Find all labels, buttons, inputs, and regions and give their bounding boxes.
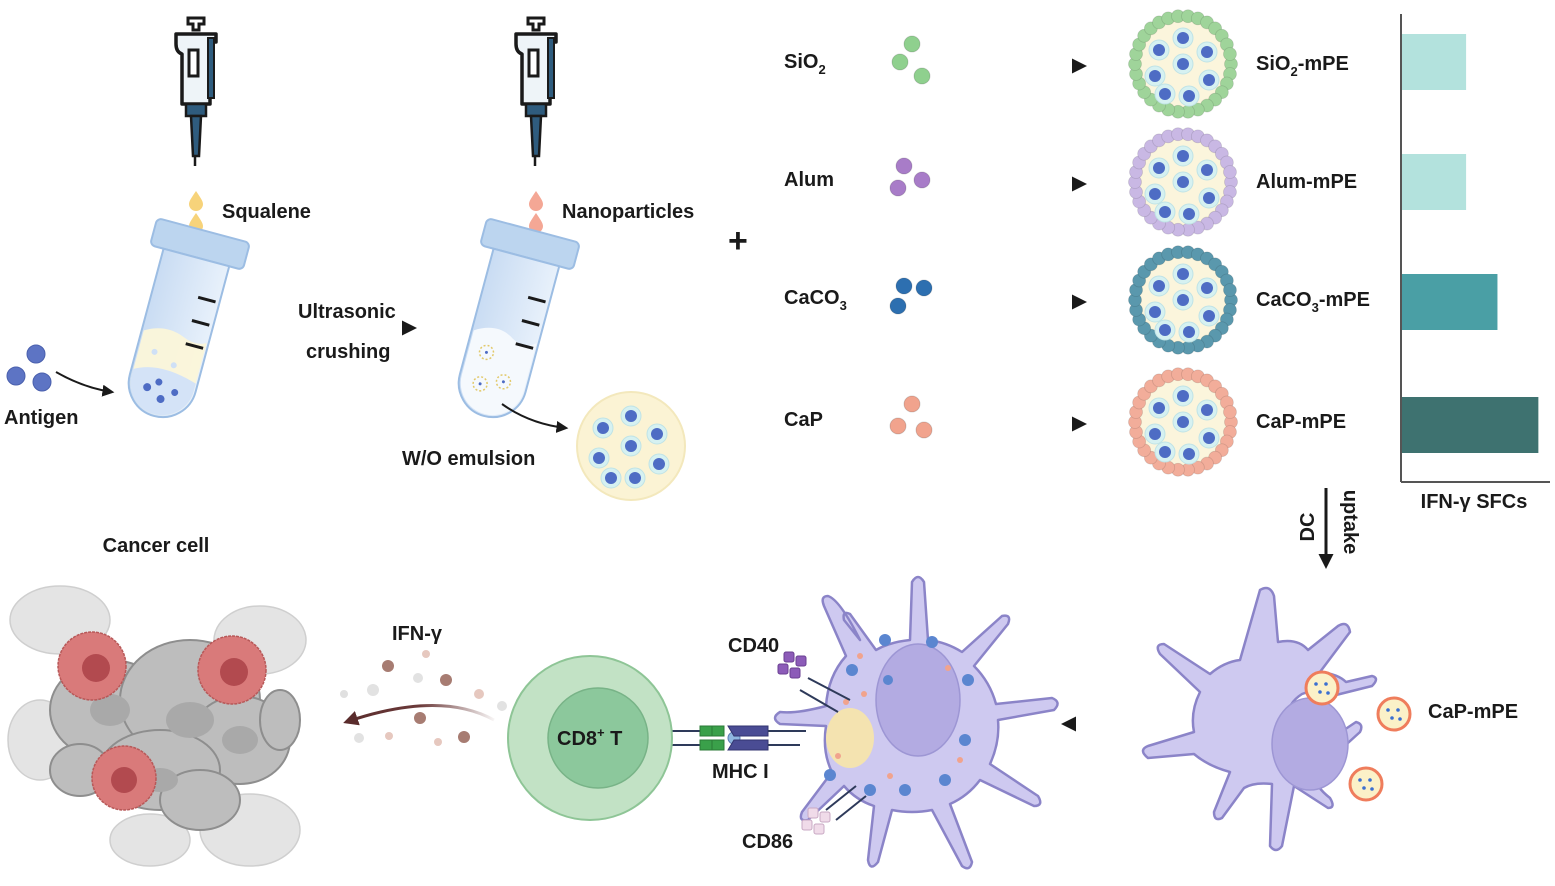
mhc-label: MHC I: [712, 761, 769, 783]
chart-bar-alum-mpe: [1402, 154, 1467, 210]
nanoparticle-icon: [903, 35, 921, 53]
material-name: CaP: [784, 409, 823, 431]
material-name: SiO: [784, 51, 818, 73]
nanoparticle-icon: [913, 171, 931, 189]
mpe-suffix: -mPE: [1298, 53, 1349, 75]
ifn-gamma-cytokines: [340, 650, 507, 746]
test-tube-2: [457, 218, 580, 419]
mpe-label: Alum-mPE: [1256, 171, 1357, 193]
material-label: CaP: [784, 409, 823, 431]
test-tube-1: [127, 218, 250, 419]
antigen-vesicles: [824, 634, 974, 796]
cancer-cells-killed: [57, 631, 267, 811]
nanoparticle-icon: [915, 279, 933, 297]
mpe-particle: [1128, 245, 1238, 355]
mpe-subscript: 3: [1312, 300, 1319, 315]
plus-sign: +: [728, 222, 748, 260]
squalene-label: Squalene: [222, 201, 311, 223]
material-name: Alum: [784, 169, 834, 191]
ultrasonic-label: Ultrasonic: [298, 301, 396, 323]
emulsion-arrow: [501, 403, 569, 433]
mpe-particle: [1128, 127, 1238, 237]
mature-dendritic-cell: [773, 575, 1059, 870]
nanoparticle-icon: [895, 157, 913, 175]
mpe-subscript: 2: [1290, 64, 1297, 79]
material-row: Alum Alum-mPE: [784, 127, 1357, 237]
cd8-t-text: T: [605, 728, 623, 750]
cd8-t-cell: [507, 655, 673, 821]
mpe-name: SiO: [1256, 53, 1290, 75]
nanoparticle-icon: [889, 417, 907, 435]
chart-bar-sio2-mpe: [1402, 34, 1467, 90]
nanoparticle-icon: [889, 179, 907, 197]
mpe-name: CaP-mPE: [1256, 411, 1346, 433]
material-label: Alum: [784, 169, 834, 191]
nanoparticle-icon: [913, 67, 931, 85]
dc-label: DC: [1297, 513, 1319, 542]
cap-mpe-external: [1376, 696, 1412, 732]
chart-bar-cap-mpe: [1402, 397, 1539, 453]
uptake-label: uptake: [1339, 490, 1361, 554]
nanoparticle-icon: [915, 421, 933, 439]
mpe-label: CaP-mPE: [1256, 411, 1346, 433]
material-label: SiO2: [784, 51, 826, 77]
nanoparticle-icon: [891, 53, 909, 71]
cd8-text: CD8: [557, 728, 597, 750]
cd8-label: CD8+ T: [557, 725, 622, 750]
mpe-suffix: -mPE: [1319, 289, 1370, 311]
nanoparticle-icon: [903, 395, 921, 413]
nanoparticle-droplets: [529, 191, 543, 233]
dc-cap-mpe-label: CaP-mPE: [1428, 701, 1518, 723]
antigen-particles: [6, 344, 52, 392]
mpe-particle: [1128, 367, 1238, 477]
cd8-superscript: +: [597, 725, 605, 740]
material-subscript: 3: [840, 298, 847, 313]
mpe-particle: [1128, 9, 1238, 119]
crushing-label: crushing: [306, 341, 390, 363]
nanoparticles-label: Nanoparticles: [562, 201, 694, 223]
cd40-receptor: [777, 651, 851, 713]
cap-mpe-internalized: [1304, 670, 1384, 802]
tumor-mass: [7, 585, 307, 867]
ifn-gamma-bar-chart: IFN-γ SFCs: [1400, 14, 1550, 513]
pipette-nanoparticles: [514, 16, 558, 168]
chart-x-label: IFN-γ SFCs: [1421, 491, 1528, 513]
material-name: CaCO: [784, 287, 840, 309]
material-subscript: 2: [818, 62, 825, 77]
cd40-label: CD40: [728, 635, 779, 657]
ifn-gamma-arrow: [343, 704, 495, 726]
chart-bar-caco3-mpe: [1402, 274, 1498, 330]
pipette-icon: [514, 16, 558, 168]
dendritic-cell-uptake: [1141, 586, 1412, 852]
pipette-icon: [174, 16, 218, 168]
nanoparticle-icon: [895, 277, 913, 295]
cd86-receptor: [801, 785, 867, 835]
pipette-squalene: [174, 16, 218, 168]
mhc-tcr-complex: [672, 725, 806, 751]
mpe-label: SiO2-mPE: [1256, 53, 1349, 79]
ifn-gamma-label: IFN-γ: [392, 623, 443, 645]
mpe-label: CaCO3-mPE: [1256, 289, 1370, 315]
nanoparticle-icon: [889, 297, 907, 315]
wo-emulsion-droplet: [576, 391, 686, 501]
cd86-label: CD86: [742, 831, 793, 853]
antigen-label: Antigen: [4, 407, 78, 429]
cancer-cell-label: Cancer cell: [103, 535, 210, 557]
mpe-name: CaCO: [1256, 289, 1312, 311]
material-label: CaCO3: [784, 287, 847, 313]
wo-emulsion-label: W/O emulsion: [402, 448, 535, 470]
material-row: CaP CaP-mPE: [784, 367, 1346, 477]
mpe-name: Alum-mPE: [1256, 171, 1357, 193]
antigen-arrow: [55, 371, 115, 397]
